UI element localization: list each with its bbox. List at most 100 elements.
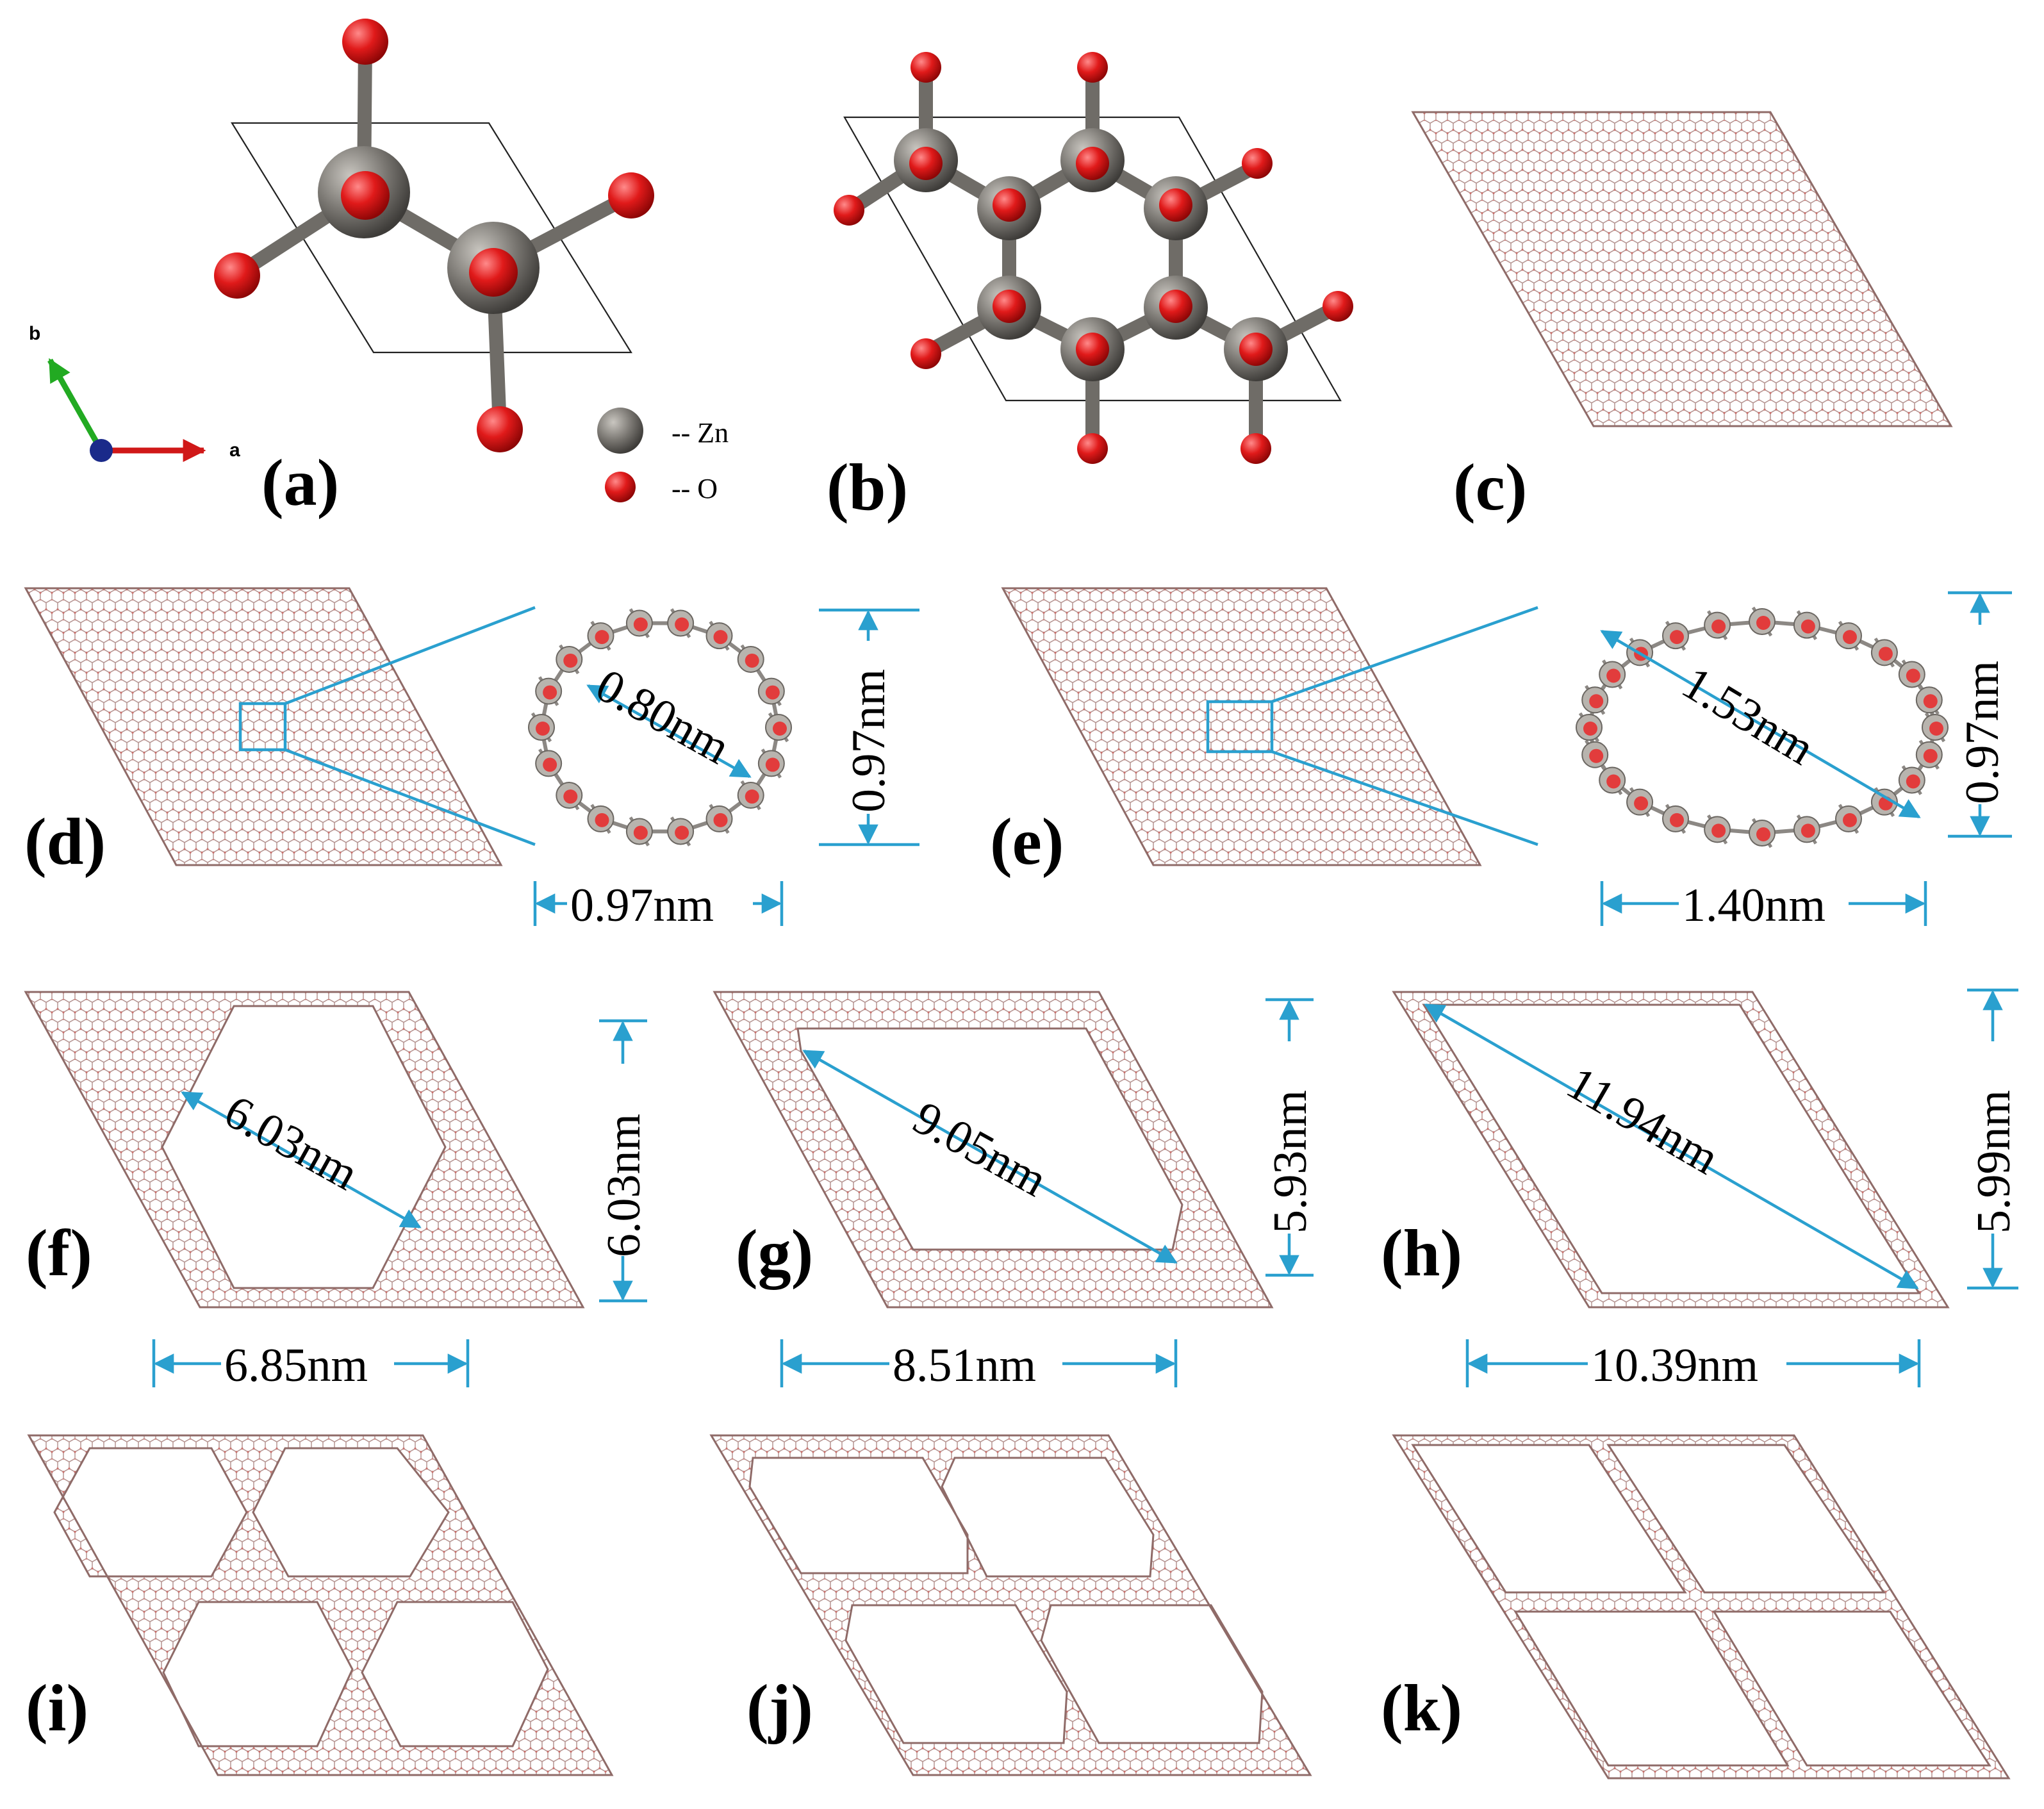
axis-label-b: b bbox=[29, 323, 40, 344]
porous-zno-sheet bbox=[1001, 587, 1482, 866]
panel-label-c: (c) bbox=[1453, 450, 1527, 524]
oxygen-atom bbox=[1240, 433, 1271, 464]
oxygen-atom bbox=[1076, 333, 1109, 366]
panel-g: 9.05nm 5.93nm 8.51nm (g) bbox=[713, 991, 1317, 1392]
panel-e: 1.53nm 0.97nm 1.40nm (e) bbox=[990, 587, 2012, 932]
pore-ring-zoom bbox=[528, 608, 792, 847]
pore-diagonal-arrow bbox=[1424, 1004, 1919, 1289]
panel-label-a: (a) bbox=[261, 446, 339, 520]
oxygen-atom bbox=[834, 195, 864, 226]
oxygen-atom bbox=[563, 653, 578, 668]
atom-legend: -- Zn -- O bbox=[597, 408, 729, 504]
oxygen-atom bbox=[993, 290, 1026, 323]
panel-h: 11.94nm 5.99nm 10.39nm (h) bbox=[1381, 988, 2020, 1392]
oxygen-atom bbox=[214, 252, 260, 299]
porous-zno-sheet bbox=[24, 587, 503, 866]
oxygen-atom bbox=[1076, 147, 1109, 180]
pore-width-label: 0.97nm bbox=[570, 879, 714, 932]
oxygen-atom bbox=[1159, 188, 1192, 222]
supercell-zno-sheet bbox=[1392, 1434, 2011, 1780]
panel-j: (j) bbox=[709, 1434, 1312, 1776]
oxygen-atom bbox=[1878, 647, 1893, 661]
pore-diagonal-arrow bbox=[181, 1091, 422, 1228]
pore-width-label: 1.40nm bbox=[1682, 879, 1826, 932]
pore-diagonal-label: 0.80nm bbox=[588, 659, 739, 774]
oxygen-atom bbox=[1634, 796, 1649, 811]
panel-label-i: (i) bbox=[26, 1671, 88, 1745]
panel-label-f: (f) bbox=[26, 1216, 92, 1290]
oxygen-atom bbox=[477, 406, 523, 452]
oxygen-atom bbox=[675, 617, 689, 632]
panel-a: b a -- Zn -- O (a) bbox=[29, 19, 729, 520]
pore-width-label: 10.39nm bbox=[1591, 1339, 1758, 1392]
pristine-zno-sheet bbox=[1411, 111, 1953, 427]
panel-d: 0.80nm 0.97nm 0.97nm (d) bbox=[24, 587, 919, 932]
oxygen-atom bbox=[993, 188, 1026, 222]
oxygen-atom bbox=[536, 722, 550, 736]
pore-diagonal-label: 11.94nm bbox=[1558, 1057, 1728, 1185]
panel-c: (c) bbox=[1411, 111, 1953, 524]
pore-height-label: 5.93nm bbox=[1264, 1090, 1317, 1234]
pore-height-label: 0.97nm bbox=[1956, 661, 2009, 804]
supercell-zno-sheet bbox=[709, 1434, 1312, 1776]
pore-height-label: 0.97nm bbox=[843, 669, 895, 813]
oxygen-atom bbox=[773, 722, 787, 736]
oxygen-atom bbox=[745, 653, 759, 668]
panel-k: (k) bbox=[1381, 1434, 2011, 1780]
panel-i: (i) bbox=[26, 1434, 614, 1776]
zoom-box bbox=[238, 702, 287, 752]
oxygen-atom bbox=[713, 813, 728, 827]
oxygen-atom bbox=[342, 19, 388, 65]
pore-diagonal-arrow bbox=[1600, 630, 1921, 818]
pore-diagonal-label: 6.03nm bbox=[216, 1085, 367, 1200]
oxygen-atom bbox=[1077, 52, 1108, 83]
panel-label-h: (h) bbox=[1381, 1216, 1462, 1290]
oxygen-atom bbox=[1929, 722, 1943, 736]
oxygen-atom bbox=[1606, 668, 1621, 683]
pore-width-label: 6.85nm bbox=[224, 1339, 368, 1392]
oxygen-atom bbox=[1801, 619, 1815, 634]
oxygen-legend-marker bbox=[605, 472, 636, 502]
pore-diagonal-arrow bbox=[802, 1050, 1178, 1264]
pore-width-label: 8.51nm bbox=[893, 1339, 1036, 1392]
oxygen-atom bbox=[595, 630, 609, 645]
oxygen-atom bbox=[1923, 694, 1938, 709]
oxygen-atom bbox=[765, 757, 780, 772]
oxygen-atom bbox=[1239, 333, 1273, 366]
panel-b: (b) bbox=[827, 52, 1353, 524]
oxygen-atom bbox=[1159, 290, 1192, 323]
oxygen-atom bbox=[633, 617, 648, 632]
pore-diagonal-label: 9.05nm bbox=[905, 1091, 1056, 1207]
oxygen-atom bbox=[1589, 694, 1604, 709]
oxygen-atom bbox=[1843, 813, 1857, 827]
oxygen-atom bbox=[1906, 774, 1920, 789]
oxygen-atom bbox=[911, 338, 941, 369]
oxygen-atom bbox=[543, 757, 557, 772]
pore-height-label: 6.03nm bbox=[598, 1114, 650, 1257]
oxygen-atom bbox=[1906, 668, 1920, 683]
oxygen-atom bbox=[608, 172, 654, 219]
oxygen-atom bbox=[1756, 827, 1770, 841]
pore-diagonal-arrow bbox=[586, 684, 752, 778]
oxygen-atom bbox=[1923, 748, 1938, 763]
panel-label-g: (g) bbox=[736, 1216, 813, 1290]
oxygen-atom bbox=[595, 813, 609, 827]
oxygen-atom bbox=[1077, 433, 1108, 464]
oxygen-atom bbox=[1323, 291, 1353, 322]
oxygen-atom bbox=[1843, 630, 1857, 645]
pore-diagonal-label: 1.53nm bbox=[1673, 656, 1823, 775]
oxygen-legend-label: -- O bbox=[672, 473, 718, 504]
oxygen-atom bbox=[911, 52, 941, 83]
holey-zno-sheet bbox=[24, 991, 585, 1309]
panel-label-d: (d) bbox=[24, 805, 106, 879]
oxygen-atom bbox=[1670, 813, 1684, 827]
oxygen-atom bbox=[1606, 774, 1621, 789]
axis-label-a: a bbox=[229, 440, 240, 461]
panel-label-j: (j) bbox=[746, 1671, 813, 1745]
oxygen-atom bbox=[1801, 823, 1815, 838]
zinc-legend-label: -- Zn bbox=[672, 417, 729, 449]
oxygen-atom bbox=[1756, 616, 1770, 630]
zinc-legend-marker bbox=[597, 408, 643, 454]
supercell-zno-sheet bbox=[27, 1434, 614, 1776]
